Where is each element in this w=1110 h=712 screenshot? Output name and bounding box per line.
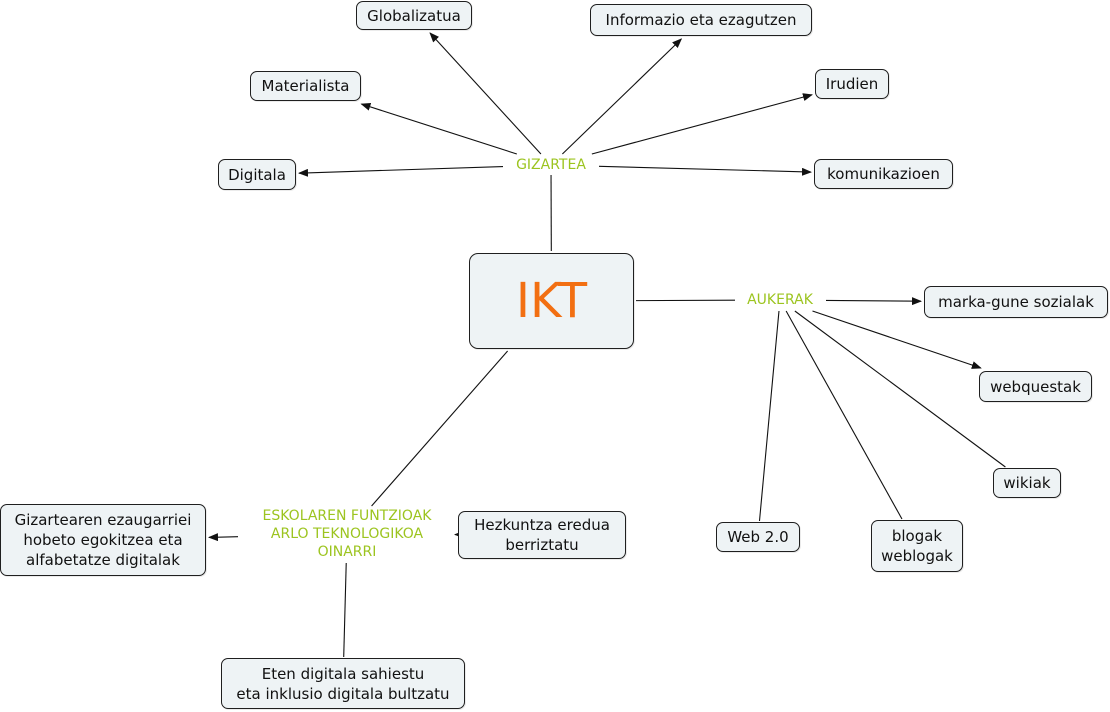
connector-eskola-to-gizartearen	[208, 533, 239, 542]
connector-aukerak-to-blogak	[785, 310, 903, 520]
connector-aukerak-to-webquestak	[812, 310, 982, 369]
concept-gizartearen-ezaugarriei[interactable]: Gizartearen ezaugarriei hobeto egokitzea…	[0, 504, 206, 576]
root-concept-label: IKT	[515, 273, 588, 329]
connector-aukerak-to-wikiak	[794, 310, 1006, 468]
concept-hezkuntza-eredua-berriztatu[interactable]: Hezkuntza eredua berriztatu	[458, 511, 626, 559]
connector-gizartea-to-globalizatua	[429, 32, 542, 155]
concept-blogak-weblogak[interactable]: blogak weblogak	[871, 520, 963, 572]
connector-aukerak-to-web20	[758, 310, 780, 522]
connector-gizartea-to-komunikazioen	[598, 165, 812, 176]
linking-phrase-gizartea[interactable]: GIZARTEA	[505, 156, 597, 174]
concept-marka-gune-sozialak[interactable]: marka-gune sozialak	[924, 286, 1108, 318]
concept-irudien[interactable]: Irudien	[815, 69, 889, 99]
connector-gizartea-to-informazio	[561, 38, 683, 155]
concept-materialista[interactable]: Materialista	[250, 71, 361, 101]
connector-aukerak-to-marka	[825, 297, 922, 306]
connector-gizartea-to-irudien	[591, 93, 813, 155]
concept-web-2-0[interactable]: Web 2.0	[716, 522, 800, 552]
concept-informazio-eta-ezagutzen[interactable]: Informazio eta ezagutzen	[590, 4, 812, 36]
concept-globalizatua[interactable]: Globalizatua	[356, 1, 472, 30]
linking-phrase-eskolaren-funtzioak[interactable]: ESKOLAREN FUNTZIOAK ARLO TEKNOLOGIKOA OI…	[240, 507, 454, 561]
connector-gizartea-to-materialista	[360, 102, 517, 155]
connector-gizartea-to-digitala	[298, 166, 504, 177]
concept-wikiak[interactable]: wikiak	[993, 468, 1061, 498]
concept-eten-digitala-sahiestu[interactable]: Eten digitala sahiestu eta inklusio digi…	[221, 658, 465, 709]
root-concept-ikt[interactable]: IKT	[469, 253, 634, 349]
concept-digitala[interactable]: Digitala	[218, 159, 296, 190]
concept-komunikazioen[interactable]: komunikazioen	[814, 159, 953, 189]
concept-webquestak[interactable]: webquestak	[979, 371, 1092, 402]
connector-eskola-to-eten	[343, 562, 347, 658]
connector-ikt-to-eskola	[371, 350, 509, 507]
linking-phrase-aukerak[interactable]: AUKERAK	[736, 291, 824, 309]
